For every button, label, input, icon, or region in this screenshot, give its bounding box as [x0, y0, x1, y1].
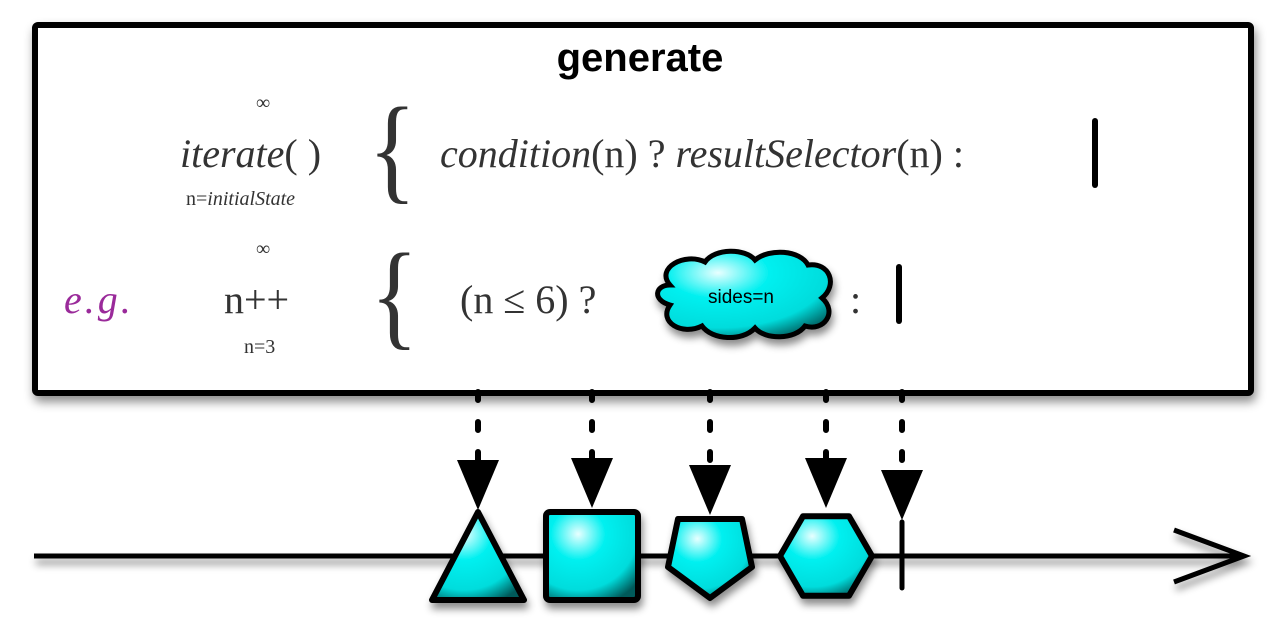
left-brace: {: [368, 83, 417, 214]
completion-bar: [1092, 118, 1098, 188]
emission-pentagon: [665, 516, 755, 601]
emission-hexagon: [777, 513, 875, 599]
emission-pentagon-arrowhead-icon: [689, 465, 731, 515]
iterate-label: iterate: [180, 131, 285, 176]
emission-triangle: [429, 509, 527, 603]
eg-label: e.g.: [64, 277, 134, 322]
cloud-label: sides=n: [708, 287, 774, 308]
example-left-brace: {: [370, 229, 419, 360]
emission-hexagon-arrowhead-icon: [805, 458, 847, 508]
example-initial: n=3: [244, 336, 276, 358]
iterate-expression: iterate( ): [180, 130, 321, 177]
signature-body: condition(n) ? resultSelector(n) :: [440, 130, 964, 177]
emission-square-arrowhead-icon: [571, 458, 613, 508]
initial-state: n=initialState: [186, 188, 295, 211]
result-selector-arg: (n): [896, 131, 943, 176]
example-infinity-symbol: ∞: [256, 238, 271, 260]
question-mark: ?: [637, 131, 676, 176]
emission-triangle-arrowhead-icon: [457, 460, 499, 510]
operator-title: generate: [556, 36, 724, 80]
result-selector-cloud: sides=n: [655, 248, 833, 341]
timeline-arrowhead: [1173, 527, 1252, 585]
example-iterate: n++: [224, 277, 290, 322]
example-completion-bar: [896, 264, 902, 324]
generate-operator-box: [32, 22, 1254, 396]
infinity-symbol: ∞: [256, 92, 271, 114]
condition-label: condition: [440, 131, 592, 176]
condition-arg: (n): [591, 131, 638, 176]
emission-square: [543, 509, 641, 603]
initial-prefix: n=: [186, 188, 208, 210]
example-colon: :: [850, 277, 862, 322]
example-condition: (n ≤ 6) ?: [460, 277, 597, 322]
completion-arrowhead-icon: [881, 470, 923, 520]
iterate-parens: ( ): [284, 131, 322, 176]
result-selector-label: resultSelector: [675, 131, 897, 176]
initial-state-label: initialState: [207, 188, 296, 210]
colon: :: [942, 131, 964, 176]
